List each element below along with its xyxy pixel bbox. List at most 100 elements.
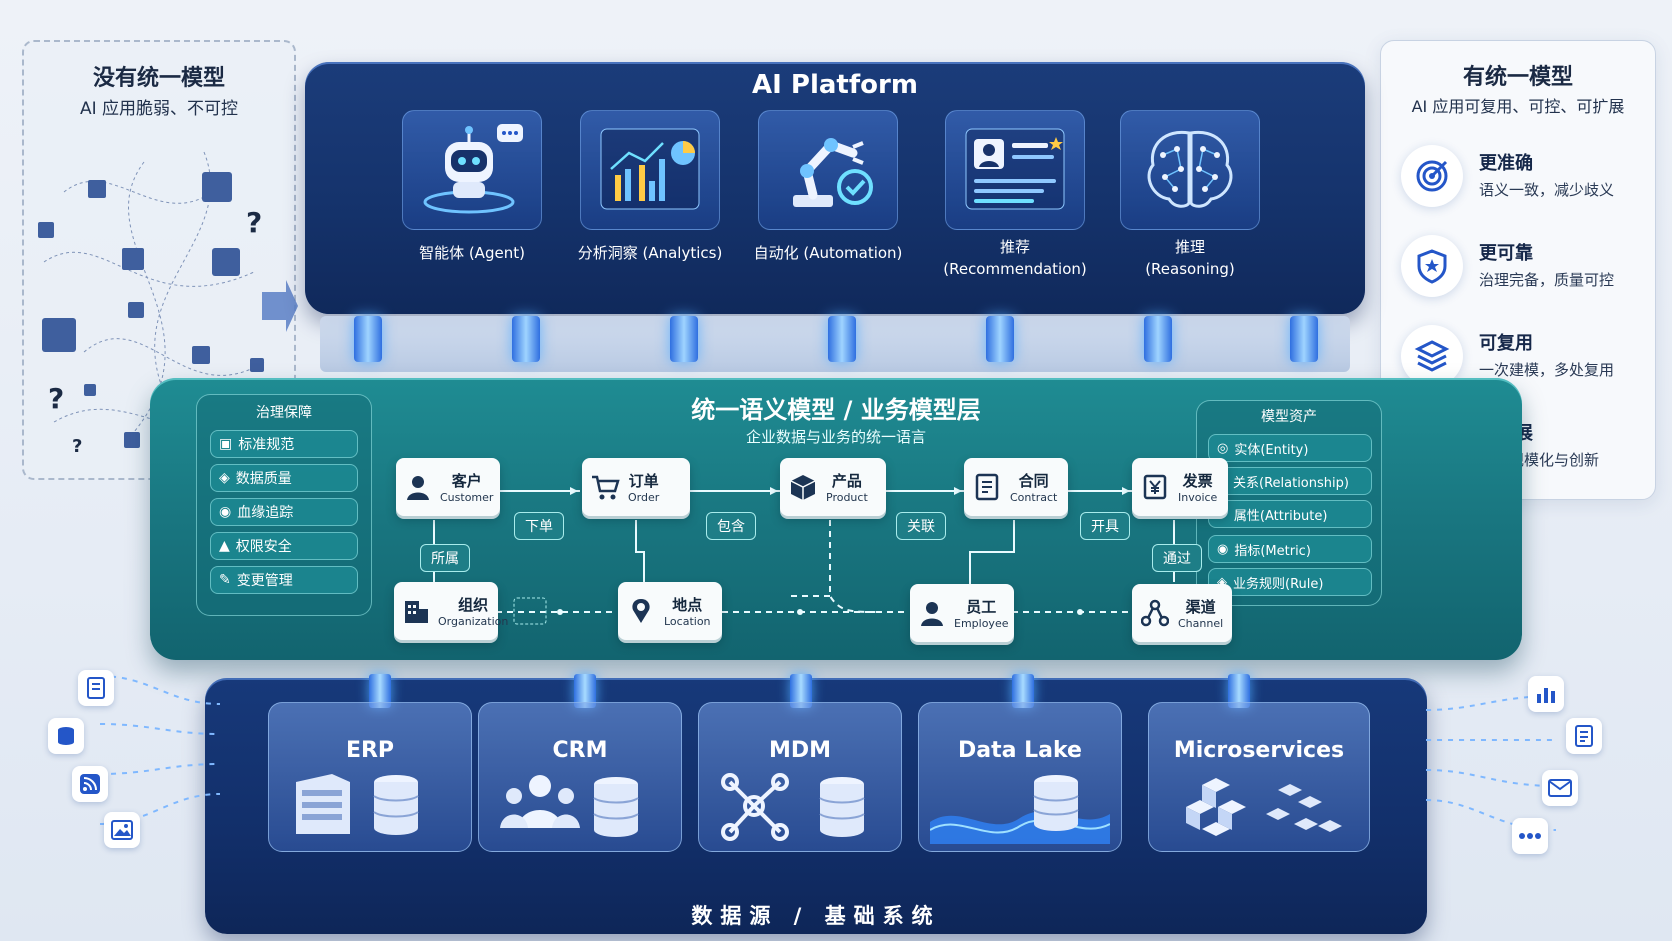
erp-server-icon <box>296 774 419 835</box>
relation-belongs-to: 所属 <box>420 544 470 572</box>
connector-pillar <box>1290 316 1318 362</box>
employee-icon <box>918 598 946 628</box>
reasoning-label: 推理(Reasoning) <box>1145 238 1235 278</box>
connector-pillar <box>790 674 812 708</box>
asset-item-label: 业务规则(Rule) <box>1233 576 1324 592</box>
document-icon <box>78 670 114 706</box>
shield-icon <box>1401 235 1463 297</box>
crm-users-icon <box>500 775 639 837</box>
asset-item-label: 指标(Metric) <box>1234 543 1311 559</box>
target-icon <box>1401 145 1463 207</box>
asset-item-label: 属性(Attribute) <box>1233 508 1328 524</box>
report-document-icon <box>1566 718 1602 754</box>
governance-item-label: 变更管理 <box>236 573 293 589</box>
benefit-reusable: 可复用 一次建模，多处复用 <box>1401 321 1651 391</box>
benefit-title: 更可靠 <box>1479 243 1533 264</box>
entity-name: 员工 <box>966 598 997 616</box>
connector-pillar <box>1012 674 1034 708</box>
location-pin-icon <box>626 596 656 626</box>
edit-icon: ✎ <box>219 572 231 588</box>
entity-name: 订单 <box>628 472 659 490</box>
metric-icon: ◉ <box>1217 541 1229 557</box>
entity-name: 地点 <box>672 596 703 614</box>
entity-name-en: Employee <box>954 617 1009 630</box>
svg-text:?: ? <box>72 436 82 457</box>
no-unified-model-subtitle: AI 应用脆弱、不可控 <box>79 99 239 119</box>
profile-card-icon <box>965 128 1065 210</box>
svg-text:?: ? <box>48 382 64 415</box>
governance-item-label: 血缘追踪 <box>237 505 294 521</box>
no-unified-model-title: 没有统一模型 <box>92 66 225 91</box>
governance-title: 治理保障 <box>256 405 312 421</box>
asset-item-rule: ◈ 业务规则(Rule) <box>1208 568 1372 596</box>
relation-contains: 包含 <box>706 512 756 540</box>
data-lake-icon <box>930 775 1110 844</box>
governance-item-label: 权限安全 <box>235 539 292 555</box>
asset-item-metric: ◉ 指标(Metric) <box>1208 535 1372 563</box>
unified-model-title: 有统一模型 <box>1462 65 1573 90</box>
document-check-icon: ▣ <box>219 436 233 452</box>
benefit-title: 更准确 <box>1479 153 1533 174</box>
analytics-label: 分析洞察 (Analytics) <box>577 244 723 262</box>
benefit-desc: 一次建模，多处复用 <box>1479 361 1615 379</box>
entity-name-en: Order <box>628 491 660 504</box>
layers-icon <box>1401 325 1463 387</box>
entity-name-en: Invoice <box>1178 491 1218 504</box>
bar-chart-icon <box>1528 676 1564 712</box>
asset-item-label: 实体(Entity) <box>1234 442 1309 458</box>
asset-item-entity: ◎ 实体(Entity) <box>1208 434 1372 462</box>
benefit-desc: 治理完备，质量可控 <box>1479 271 1615 289</box>
reasoning-card <box>1120 110 1260 230</box>
image-icon <box>104 812 140 848</box>
benefit-more-accurate: 更准确 语义一致，减少歧义 <box>1401 141 1651 211</box>
semantic-layer-title: 统一语义模型 / 业务模型层 <box>691 396 981 424</box>
semantic-layer-subtitle: 企业数据与业务的统一语言 <box>745 428 926 446</box>
connector-pillar <box>512 316 540 362</box>
robot-icon <box>423 124 523 214</box>
entity-name: 产品 <box>831 472 862 490</box>
relation-place-order: 下单 <box>514 512 564 540</box>
connector-pillar <box>369 674 391 708</box>
rule-icon: ◈ <box>1217 574 1227 590</box>
shopping-cart-icon <box>590 472 620 502</box>
model-assets-title: 模型资产 <box>1261 409 1317 425</box>
connector-pillar <box>1144 316 1172 362</box>
governance-item-quality: ◈数据质量 <box>210 464 358 492</box>
entity-name-en: Contract <box>1010 491 1058 504</box>
system-label-microservices: Microservices <box>1173 738 1345 763</box>
entity-icon: ◎ <box>1217 440 1229 456</box>
shield-check-icon: ◈ <box>219 470 230 486</box>
robot-arm-icon <box>793 138 873 207</box>
entity-name-en: Location <box>664 615 711 628</box>
analytics-chart-icon <box>600 128 700 210</box>
connector-pillar <box>1228 674 1250 708</box>
email-icon <box>1542 770 1578 806</box>
system-label-data-lake: Data Lake <box>958 738 1082 763</box>
relation-associates: 关联 <box>896 512 946 540</box>
agent-card <box>402 110 542 230</box>
asset-item-relationship: ◆关系(Relationship) <box>1208 467 1372 495</box>
governance-item-standards: ▣标准规范 <box>210 430 358 458</box>
system-label-erp: ERP <box>345 738 395 763</box>
agent-label: 智能体 (Agent) <box>419 244 525 262</box>
connector-pillar <box>354 316 382 362</box>
governance-item-change: ✎ 变更管理 <box>210 566 358 594</box>
box-icon <box>788 472 818 502</box>
automation-label: 自动化 (Automation) <box>753 244 903 262</box>
database-icon <box>48 718 84 754</box>
ai-platform-title: AI Platform <box>752 70 918 100</box>
lock-icon: ▲ <box>219 538 230 554</box>
more-options-icon <box>1512 818 1548 854</box>
building-icon <box>402 596 430 626</box>
invoice-yen-icon <box>1140 472 1170 502</box>
entity-name-en: Product <box>826 491 868 504</box>
